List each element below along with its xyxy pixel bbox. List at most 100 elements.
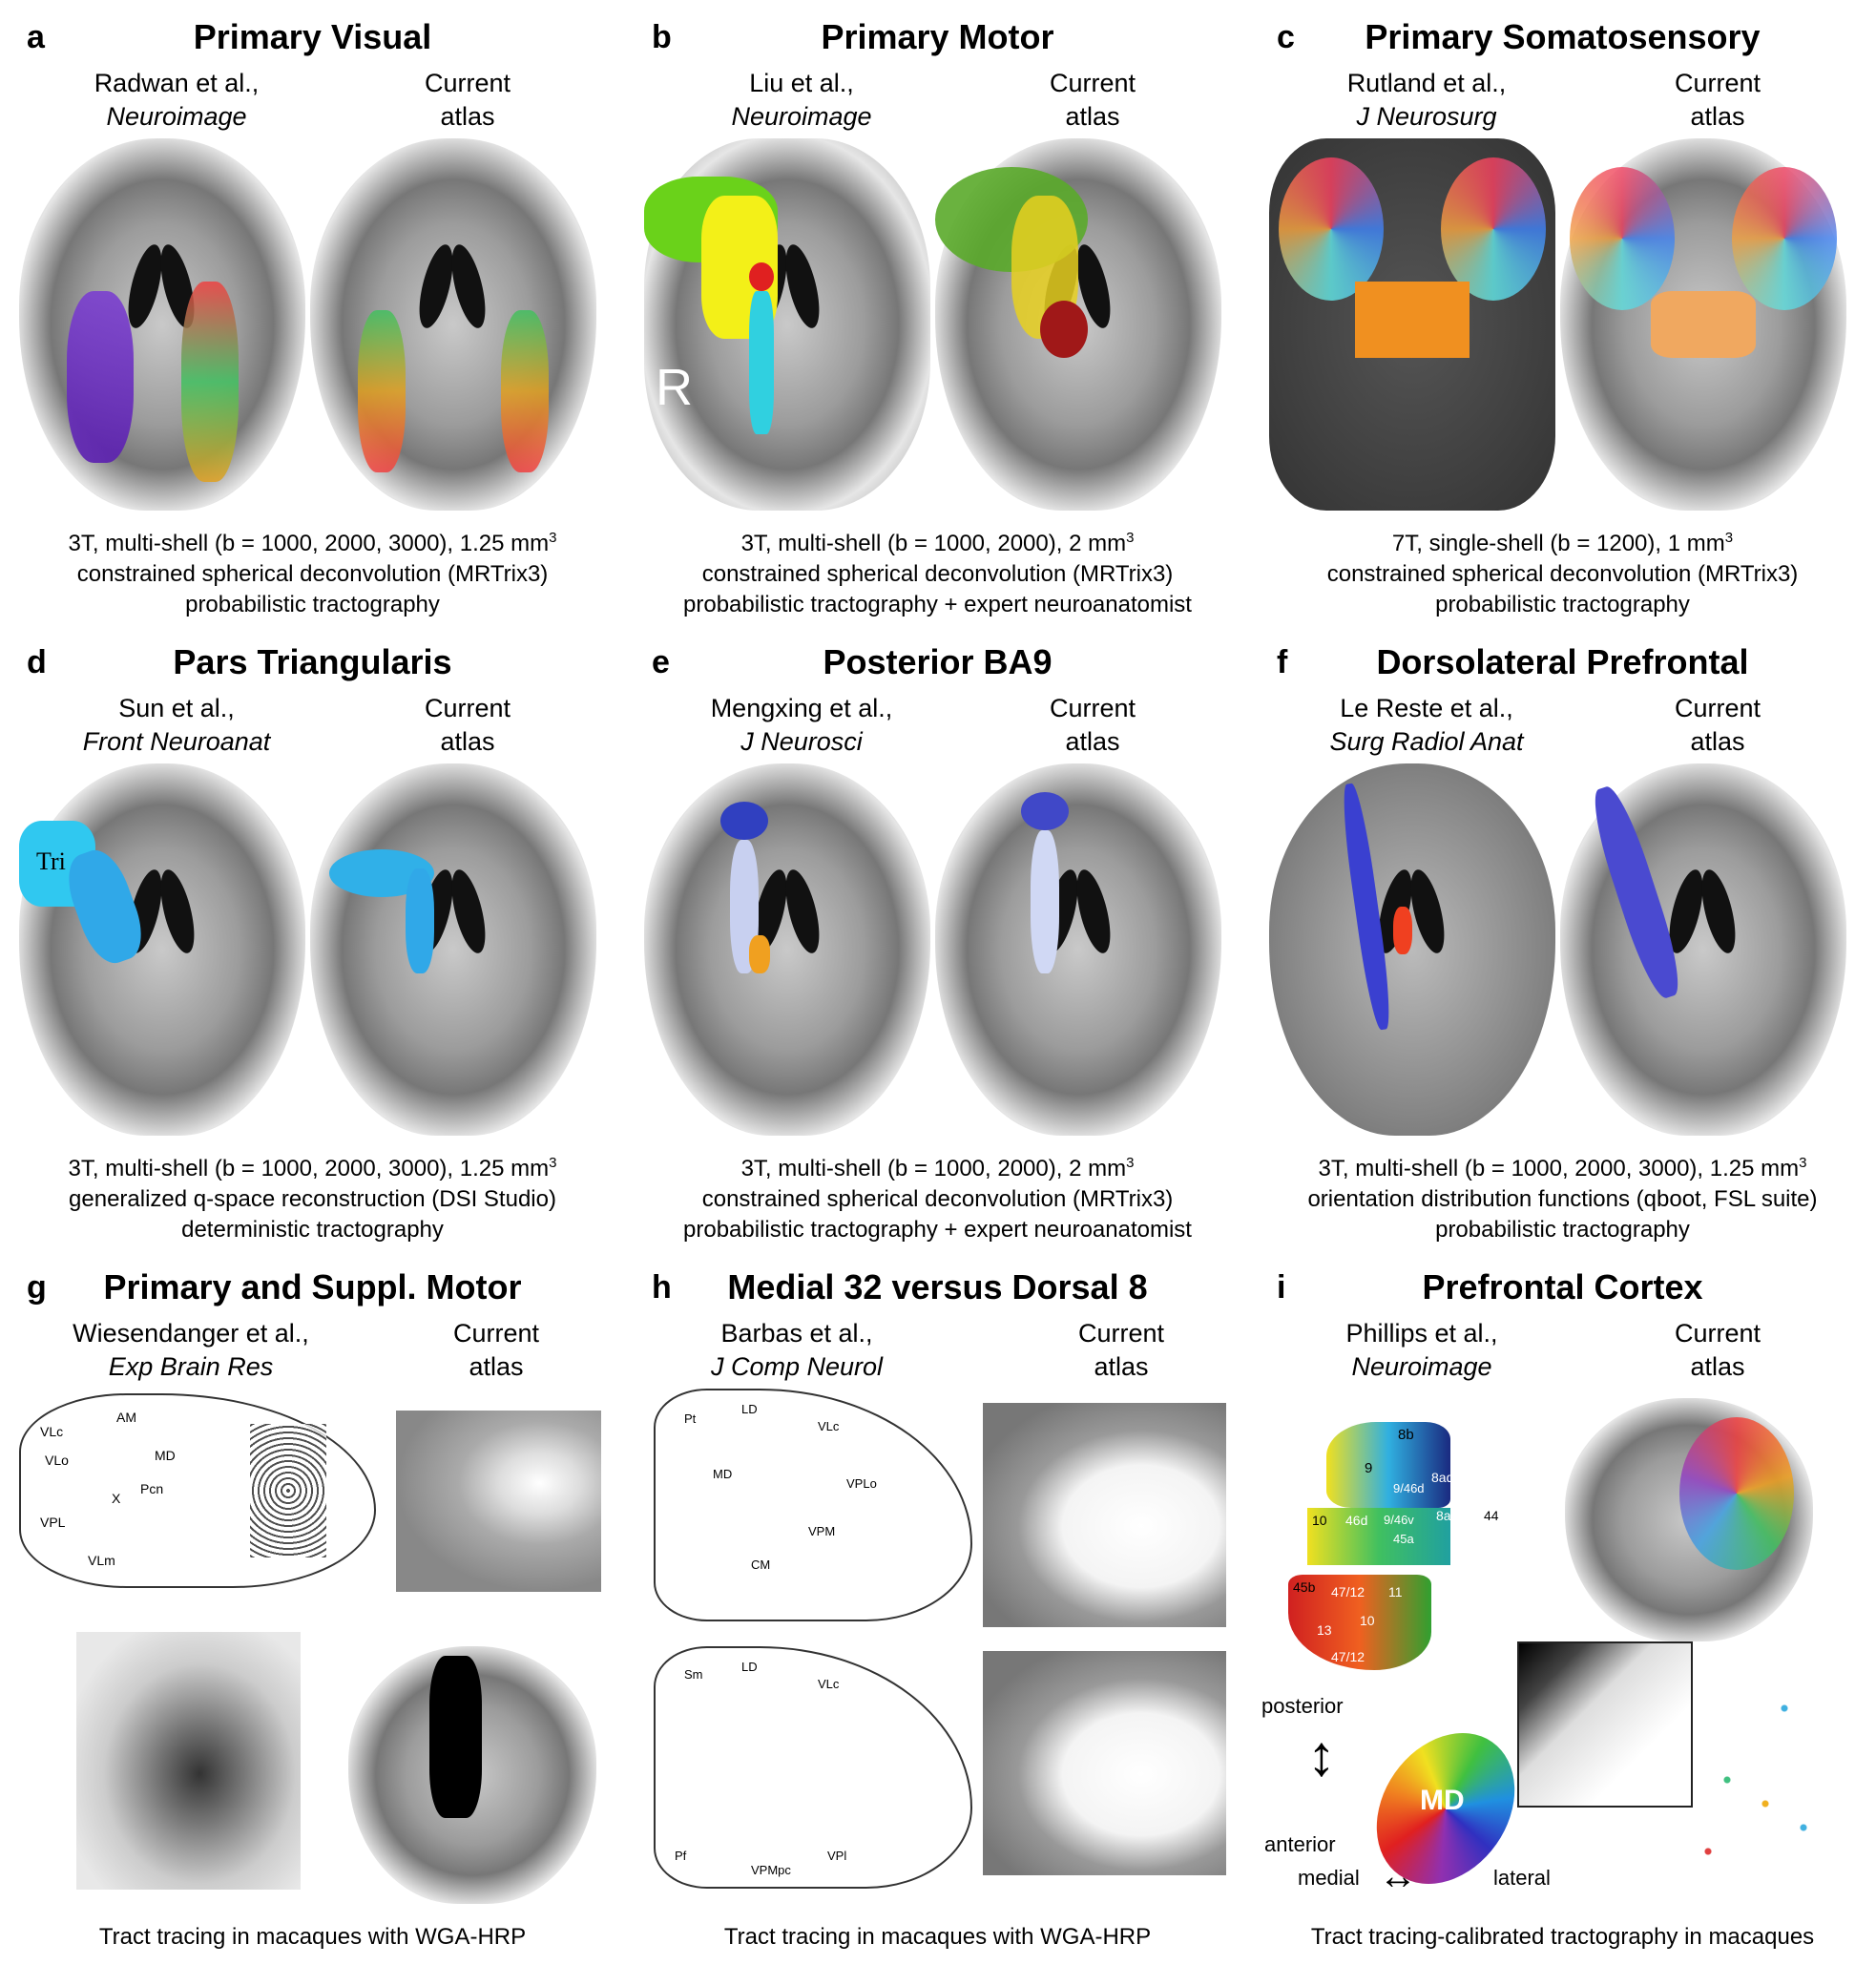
tract-overlay [181, 282, 239, 482]
labeled-cell-region [250, 1424, 326, 1557]
panel-letter: a [27, 19, 45, 55]
nucleus-label: AM [116, 1410, 136, 1425]
brain-coronal-image [1560, 138, 1846, 511]
panel-footer: Tract tracing in macaques with WGA-HRP [98, 1924, 527, 1950]
panel-title: Posterior BA9 [823, 642, 1053, 681]
panel-c: c Primary Somatosensory Rutland et al.,J… [1250, 0, 1875, 625]
panel-letter: g [27, 1269, 47, 1306]
brain-axial-image: Tri [19, 763, 305, 1136]
tract-overlay [749, 291, 774, 434]
source-reference: Mengxing et al.,J Neurosci [710, 694, 893, 756]
tract-overlay [1040, 301, 1088, 358]
nucleus-label: CM [751, 1557, 771, 1572]
axis-label-lateral: lateral [1493, 1866, 1551, 1890]
brain-axial-image [310, 138, 596, 511]
hemisphere-label: R [656, 359, 693, 416]
nucleus-label: VPLo [846, 1476, 877, 1491]
panel-h: h Medial 32 versus Dorsal 8 Barbas et al… [625, 1250, 1250, 1965]
nucleus-label: MD [713, 1467, 733, 1481]
panel-footer: Tract tracing-calibrated tractography in… [1310, 1924, 1815, 1950]
area-label: 45a [1393, 1532, 1414, 1546]
nucleus-label: LD [741, 1660, 758, 1674]
panel-d: d Pars Triangularis Sun et al.,Front Neu… [0, 625, 625, 1250]
panel-title: Primary Motor [821, 17, 1054, 56]
panel-title: Primary Visual [193, 17, 432, 56]
source-reference: Radwan et al.,Neuroimage [94, 69, 260, 131]
source-reference: Liu et al.,Neuroimage [731, 69, 872, 131]
nucleus-label: VPMpc [751, 1863, 791, 1877]
prefrontal-area-map: 8b 9 9/46d 8ad 10 46d 9/46v 8av 44 45a 4… [1269, 1393, 1555, 1670]
nucleus-label: VPM [808, 1524, 836, 1538]
panel-e: e Posterior BA9 Mengxing et al.,J Neuros… [625, 625, 1250, 1250]
brain-axial-image [935, 763, 1221, 1136]
panel-g: g Primary and Suppl. Motor Wiesendanger … [0, 1250, 625, 1965]
thalamus-closeup-image [396, 1411, 601, 1592]
tract-overlay [1031, 830, 1059, 973]
md-label: MD [1420, 1785, 1465, 1816]
tract-overlay [1441, 157, 1546, 301]
panel-letter: b [652, 19, 672, 55]
panel-footer: Tract tracing in macaques with WGA-HRP [723, 1924, 1152, 1950]
panel-i: i Prefrontal Cortex Phillips et al.,Neur… [1250, 1250, 1875, 1965]
brain-coronal-image [1565, 1398, 1813, 1641]
axis-label-posterior: posterior [1261, 1694, 1344, 1718]
area-label: 10 [1360, 1613, 1375, 1628]
thalamus-overlay [1651, 291, 1756, 358]
acquisition-caption: 3T, multi-shell (b = 1000, 2000, 3000), … [1307, 1155, 1818, 1243]
area-label: 47/12 [1331, 1584, 1365, 1599]
thalamus-line-drawing-lower: Sm LD VLc VPl Pf VPMpc [654, 1646, 972, 1889]
tract-overlay [358, 310, 406, 472]
nucleus-label: VLm [88, 1553, 115, 1568]
nucleus-label: LD [741, 1402, 758, 1416]
acquisition-caption: 3T, multi-shell (b = 1000, 2000, 3000), … [68, 1155, 557, 1243]
tract-overlay [1732, 167, 1837, 310]
thalamus-closeup-image-upper [983, 1403, 1226, 1627]
acquisition-caption: 3T, multi-shell (b = 1000, 2000), 2 mm3 … [683, 1155, 1192, 1243]
thalamus-overlay [1355, 282, 1470, 358]
acquisition-caption: 3T, multi-shell (b = 1000, 2000), 2 mm3 … [683, 530, 1192, 617]
source-reference: Phillips et al.,Neuroimage [1345, 1319, 1498, 1381]
nucleus-label: MD [155, 1448, 176, 1463]
tract-overlay [1393, 907, 1412, 954]
nucleus-label: VPl [827, 1849, 847, 1863]
nucleus-label: VLc [818, 1677, 840, 1691]
tract-overlay [501, 310, 549, 472]
tract-overlay [749, 262, 774, 291]
panel-title: Pars Triangularis [173, 642, 452, 681]
tract-overlay [429, 1656, 482, 1818]
nucleus-label: VLo [45, 1453, 69, 1468]
nucleus-label: Sm [684, 1667, 703, 1682]
tract-overlay [1584, 782, 1689, 1003]
source-reference: Le Reste et al.,Surg Radiol Anat [1329, 694, 1524, 756]
brain-axial-image [935, 138, 1221, 511]
brain-axial-image [310, 763, 596, 1136]
vertical-double-arrow: ↕ [1307, 1724, 1336, 1787]
panel-title: Medial 32 versus Dorsal 8 [727, 1267, 1148, 1307]
area-label: 8b [1398, 1427, 1414, 1443]
nucleus-label: VPL [40, 1515, 66, 1530]
thalamus-line-drawing: VLc VLo AM MD Pcn X VPL VLm [19, 1393, 376, 1588]
thalamus-closeup-image-lower [983, 1651, 1226, 1875]
thalamus-line-drawing-upper: Pt LD VLc MD VPLo VPM CM [654, 1389, 972, 1621]
axis-label-anterior: anterior [1264, 1832, 1336, 1856]
tract-overlay [1570, 167, 1675, 310]
panel-f: f Dorsolateral Prefrontal Le Reste et al… [1250, 625, 1875, 1250]
area-label: 10 [1312, 1513, 1327, 1528]
area-label: 8ad [1431, 1470, 1454, 1485]
source-reference: Sun et al.,Front Neuroanat [82, 694, 271, 756]
nucleus-label: Pcn [140, 1481, 164, 1496]
panel-letter: i [1277, 1269, 1286, 1306]
histology-photo [76, 1632, 301, 1890]
brain-axial-image [644, 763, 930, 1136]
area-label: 47/12 [1331, 1649, 1365, 1664]
acquisition-caption: 3T, multi-shell (b = 1000, 2000, 3000), … [68, 530, 557, 617]
axis-label-medial: medial [1298, 1866, 1360, 1890]
panel-letter: e [652, 644, 670, 680]
area-label: 9 [1365, 1460, 1373, 1476]
